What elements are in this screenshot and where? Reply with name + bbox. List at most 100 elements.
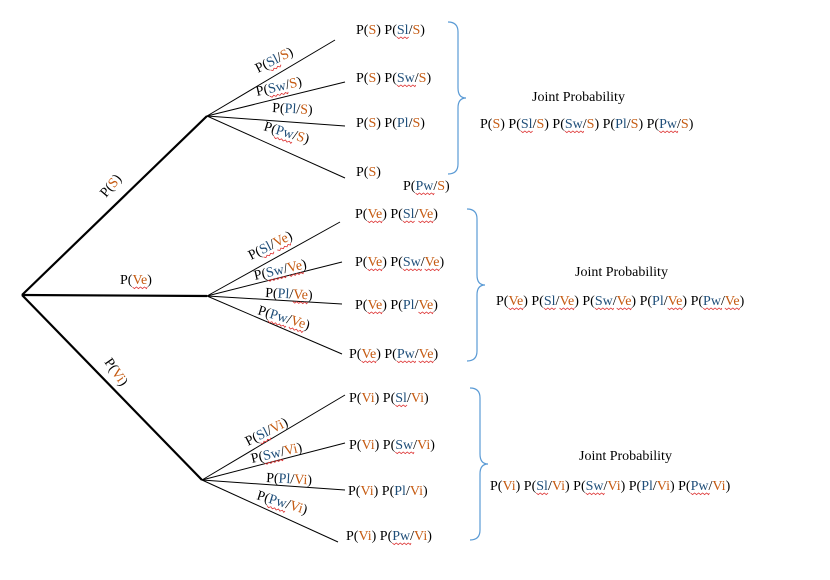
label-segment: /: [613, 294, 617, 309]
root-branch-ve: [21, 293, 208, 298]
label-segment: ) P(: [574, 294, 595, 309]
label-segment: S: [587, 117, 595, 132]
label-segment: ): [420, 23, 425, 38]
label-segment: Pw: [392, 529, 411, 544]
spellcheck-squiggle: [267, 320, 287, 328]
label-segment: ): [433, 298, 438, 313]
label-segment: /: [275, 50, 285, 65]
label-segment: Vi: [361, 391, 374, 406]
label-segment: P(: [349, 347, 362, 362]
sub-branch-line: [201, 394, 346, 481]
leaf-label-vi-3: P(Vi) P(Pl/Vi): [348, 484, 428, 499]
label-segment: Ve: [419, 347, 434, 362]
label-segment: ) P(: [594, 117, 615, 132]
label-segment: Ve: [286, 258, 304, 276]
label-segment: P(: [349, 438, 362, 453]
label-segment: S: [412, 116, 420, 131]
label-segment: ) P(: [631, 294, 652, 309]
label-segment: ): [280, 415, 291, 431]
spellcheck-squiggle: [277, 243, 291, 251]
label-segment: Sw: [586, 479, 605, 494]
label-segment: /: [268, 237, 278, 252]
label-segment: P(: [348, 484, 361, 499]
label-segment: ) P(: [621, 479, 642, 494]
label-segment: S: [419, 71, 427, 86]
label-segment: Ve: [668, 294, 683, 309]
leaf-label-s-1: P(S) P(Sl/S): [356, 23, 425, 40]
spellcheck-squiggle: [367, 268, 383, 272]
sub-branch-line: [206, 295, 343, 305]
spellcheck-squiggle: [367, 220, 383, 224]
branch-label-vi-2-text: P(Sw/Vi): [250, 440, 304, 466]
joint-probability-formula-ve: P(Ve) P(Sl/Ve) P(Sw/Ve) P(Pl/Ve) P(Pw/Ve…: [496, 294, 745, 311]
label-segment: Ve: [418, 207, 433, 222]
root-label-s: P(S): [98, 172, 126, 201]
leaf-extra-s-text: P(Pw/S): [403, 179, 450, 194]
label-segment: Vi: [414, 529, 427, 544]
label-segment: Sl: [536, 479, 548, 494]
label-segment: Pl: [277, 287, 290, 303]
leaf-label-ve-2: P(Ve) P(Sw/Ve): [355, 255, 444, 272]
label-segment: Pl: [397, 116, 409, 131]
branch-label-s-4-text: P(Pw/S): [262, 119, 311, 147]
label-segment: ): [430, 438, 435, 453]
spellcheck-squiggle: [402, 220, 415, 224]
labels-layer: P(S)P(Ve)P(Vi)P(Sl/S)P(Sw/S)P(Pl/S)P(Pw/…: [98, 23, 745, 546]
label-segment: ) P(: [638, 117, 659, 132]
sub-branch-line: [206, 221, 341, 297]
label-segment: Vi: [361, 438, 374, 453]
label-segment: ): [740, 294, 745, 309]
braces: [447, 21, 489, 541]
label-segment: Vi: [657, 479, 670, 494]
label-segment: Vi: [552, 479, 565, 494]
label-segment: S: [492, 117, 500, 132]
label-segment: S: [368, 116, 376, 131]
label-segment: /: [296, 102, 301, 117]
label-segment: P(: [262, 119, 279, 137]
label-segment: P(: [480, 117, 493, 132]
label-segment: S: [681, 117, 689, 132]
label-segment: ): [445, 179, 450, 194]
leaf-label-ve-2-text: P(Ve) P(Sw/Ve): [355, 255, 444, 270]
label-segment: Sl: [544, 294, 556, 309]
spellcheck-squiggle: [658, 130, 679, 134]
label-segment: Sw: [565, 117, 584, 132]
label-segment: P(: [403, 179, 416, 194]
label-segment: Ve: [271, 231, 291, 251]
label-segment: P(: [266, 471, 280, 487]
sub-branch-line: [206, 39, 336, 117]
label-segment: S: [368, 165, 376, 180]
label-segment: ): [420, 116, 425, 131]
spellcheck-squiggle: [559, 307, 575, 311]
branch-label-ve-3-text: P(Pl/Ve): [265, 286, 314, 303]
branch-label-s-2: P(Sw/S): [255, 75, 304, 100]
label-segment: Pl: [615, 117, 627, 132]
label-segment: ) P(: [382, 298, 403, 313]
label-segment: Sw: [265, 262, 287, 281]
spellcheck-squiggle: [396, 360, 417, 364]
label-segment: Sw: [262, 445, 284, 464]
label-segment: P(: [346, 529, 359, 544]
label-segment: ): [303, 318, 312, 334]
label-segment: /: [413, 438, 417, 453]
label-segment: Sl: [395, 391, 407, 406]
spellcheck-squiggle: [264, 458, 284, 465]
label-segment: Vi: [502, 479, 515, 494]
label-segment: Ve: [289, 313, 308, 332]
label-segment: ): [284, 228, 295, 244]
leaf-label-vi-2-text: P(Vi) P(Sw/Vi): [349, 438, 435, 453]
label-segment: /: [583, 117, 587, 132]
spellcheck-squiggle: [270, 64, 282, 71]
label-segment: /: [664, 294, 668, 309]
label-segment: Pw: [397, 347, 416, 362]
label-segment: Vi: [712, 479, 725, 494]
label-segment: P(: [272, 101, 286, 117]
sub-branches-s: [206, 39, 346, 179]
label-segment: P(: [356, 165, 369, 180]
label-segment: P(: [356, 23, 369, 38]
spellcheck-squiggle: [260, 437, 272, 444]
spellcheck-squiggle: [418, 360, 434, 364]
label-segment: P(: [256, 303, 273, 321]
spellcheck-squiggle: [395, 451, 415, 455]
label-segment: Vi: [417, 438, 430, 453]
